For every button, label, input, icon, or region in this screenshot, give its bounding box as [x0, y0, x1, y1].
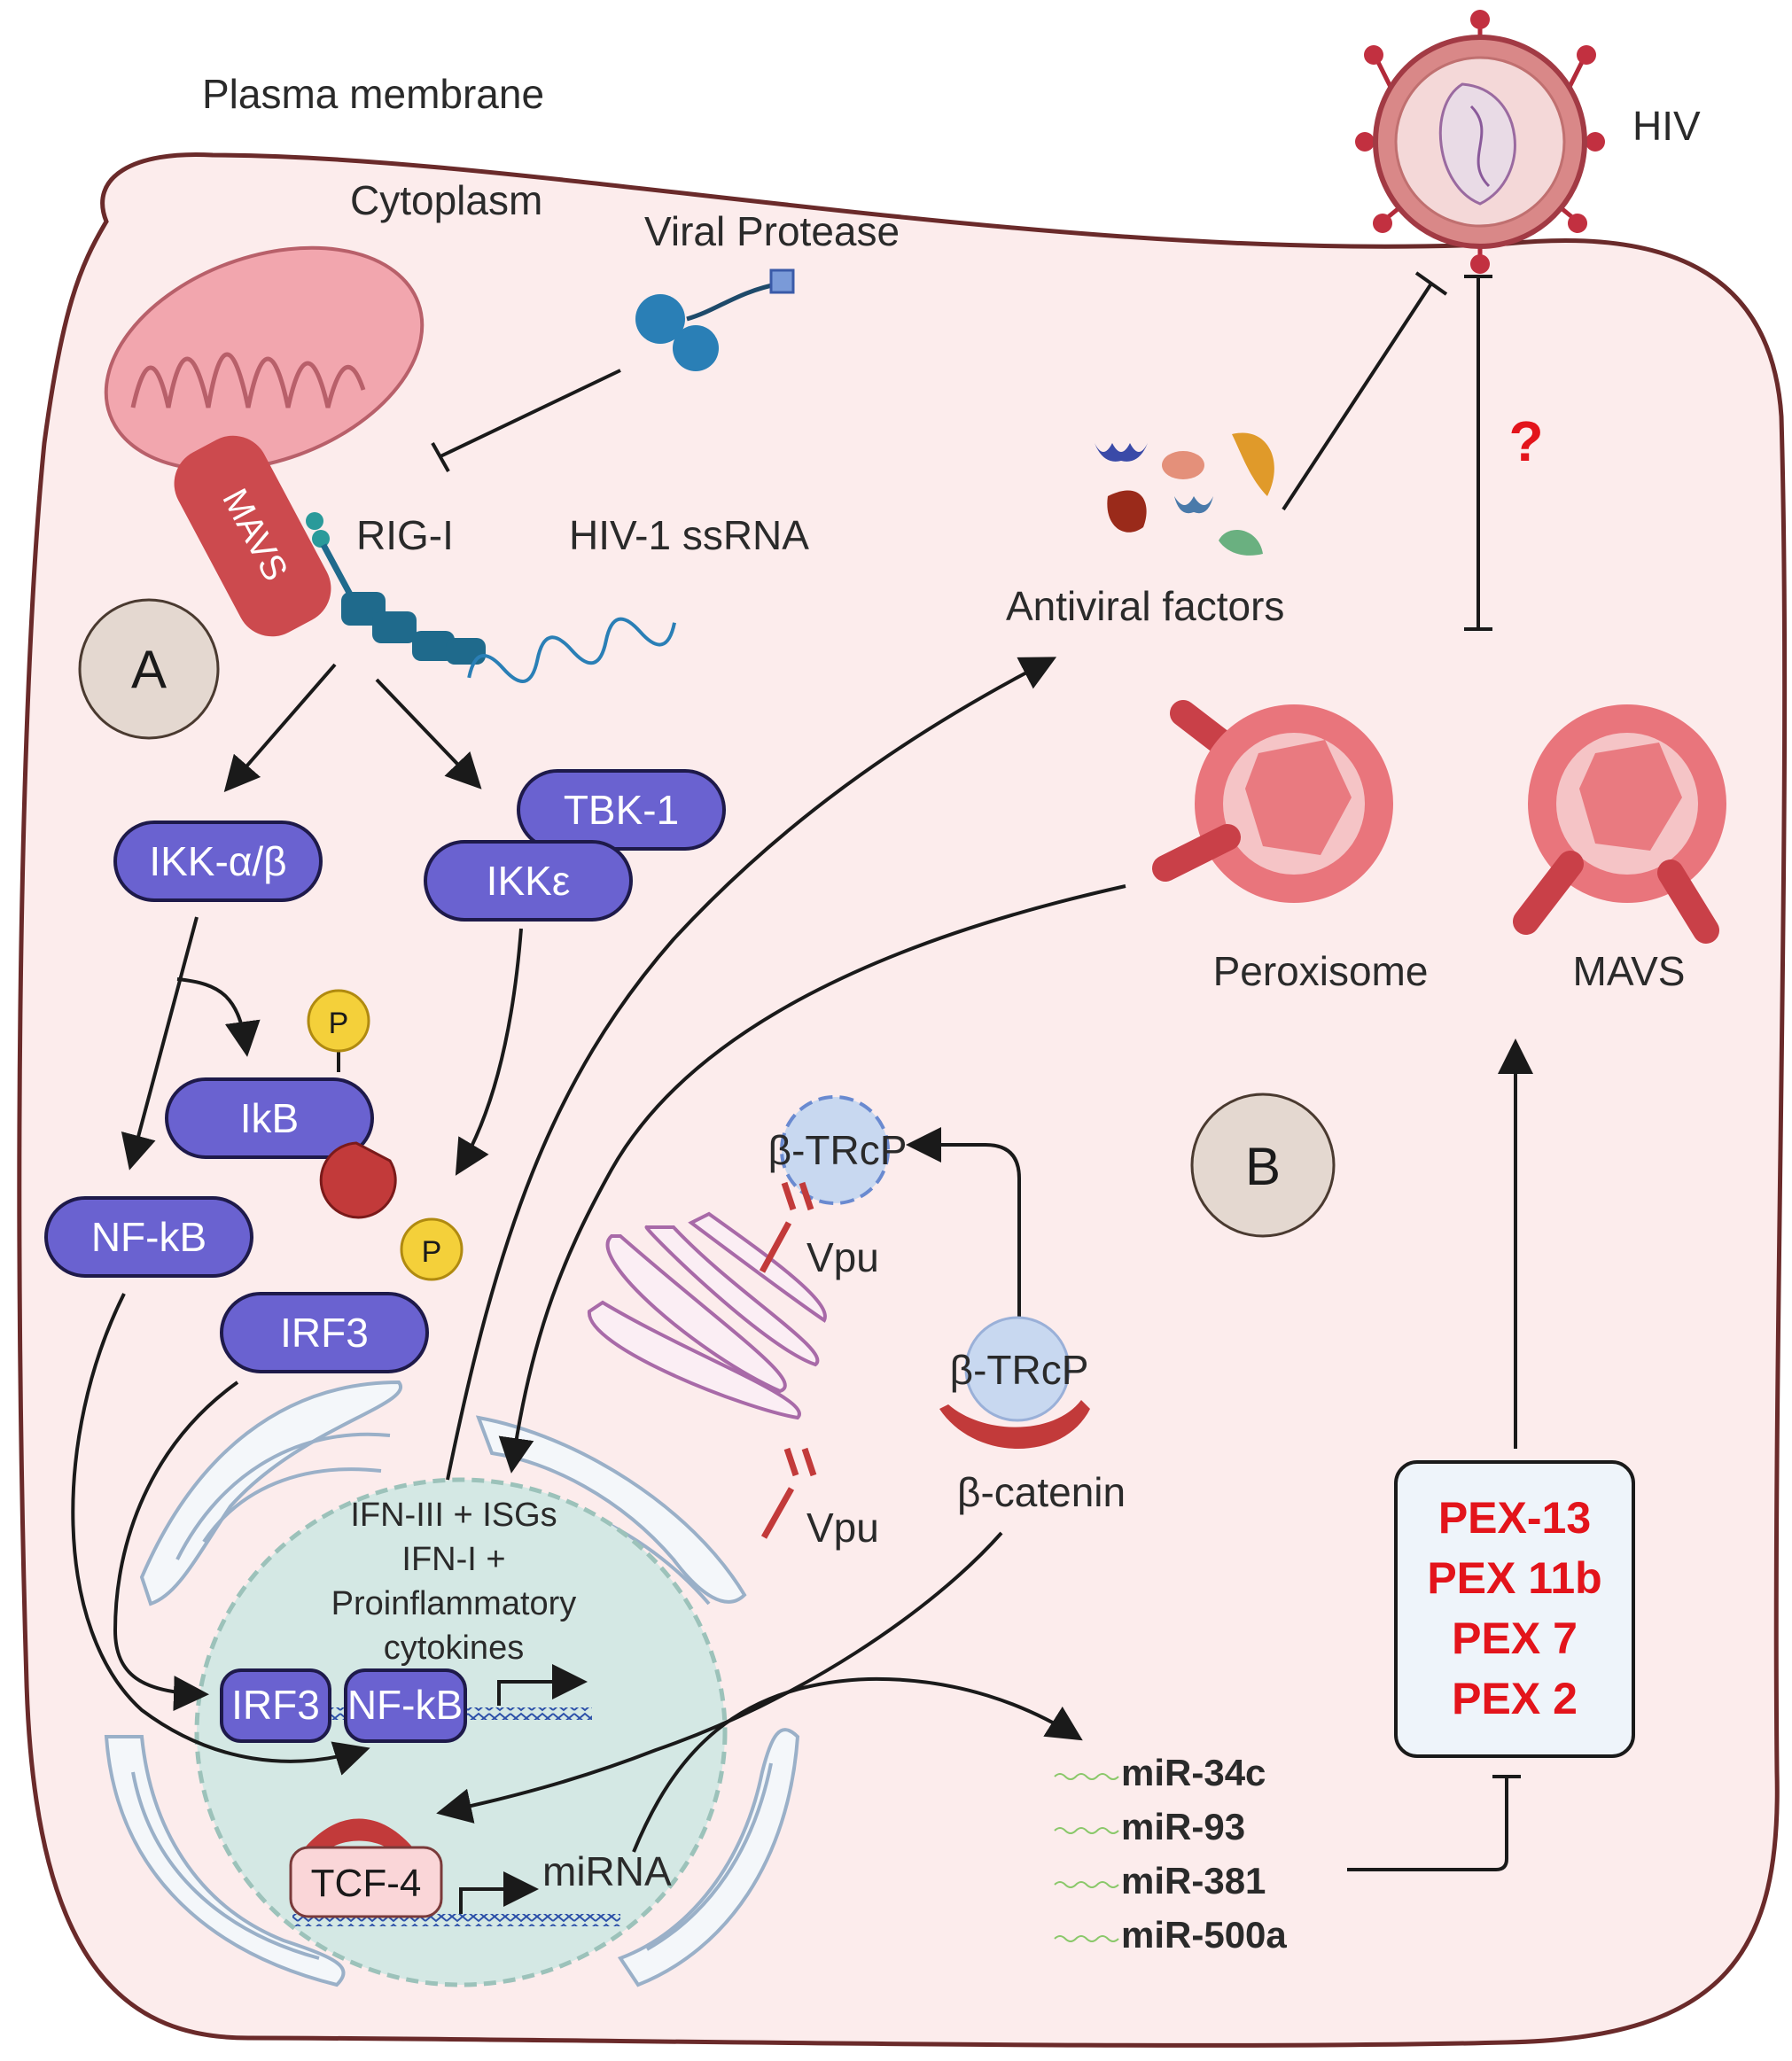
peroxisome-icon [1152, 700, 1393, 903]
hiv-ssrna-icon [467, 617, 676, 683]
section-a-badge [78, 598, 220, 740]
rig-i-icon [306, 512, 486, 665]
mirna-item: miR-93 [1121, 1806, 1245, 1847]
nucleus-text-3: Proinflammatory [331, 1585, 577, 1622]
section-b-label: B [1245, 1137, 1281, 1196]
phospho-icon-2 [400, 1217, 464, 1281]
tbk1-pill [517, 769, 726, 851]
pex-item: PEX 2 [1452, 1674, 1578, 1723]
golgi-apparatus-icon [587, 1211, 827, 1420]
mirna-label: miRNA [542, 1848, 672, 1894]
mavs-peroxisome-icon [1513, 704, 1726, 944]
rig-i-label: RIG-I [356, 512, 454, 558]
phospho-label-2: P [422, 1235, 442, 1269]
irf3-label: IRF3 [280, 1310, 369, 1356]
nucleus-nfkb-label: NF-kB [347, 1682, 463, 1728]
peroxisome-label: Peroxisome [1213, 948, 1429, 994]
tcf4-label: TCF-4 [311, 1862, 422, 1905]
pex-item: PEX 7 [1452, 1614, 1578, 1663]
nucleus-text-1: IFN-III + ISGs [350, 1497, 557, 1534]
ikk-alpha-beta-label: IKK-α/β [149, 838, 286, 884]
unknown-mechanism-label: ? [1508, 409, 1543, 473]
mirna-list: miR-34c miR-93 miR-381 miR-500a [1054, 1752, 1287, 1956]
vpu-icon-top [759, 1181, 814, 1273]
ikb-label: IkB [240, 1095, 299, 1141]
degradation-icon [319, 1141, 397, 1219]
section-b-badge [1190, 1093, 1336, 1238]
hiv-ssrna-label: HIV-1 ssRNA [569, 512, 809, 558]
viral-protease-icon [635, 268, 795, 371]
mirna-item: miR-500a [1121, 1914, 1287, 1956]
hiv-virion-icon [1355, 10, 1605, 274]
endoplasmic-reticulum-icon [104, 1380, 800, 1987]
beta-catenin-icon [939, 1400, 1090, 1449]
beta-trcp-bottom-label: β-TRcP [950, 1347, 1089, 1393]
antiviral-factors-label: Antiviral factors [1006, 583, 1284, 629]
ikke-pill [424, 840, 633, 922]
mirna-item: miR-34c [1121, 1752, 1266, 1793]
pex-item: PEX-13 [1438, 1493, 1591, 1543]
mavs-label: MAVS [1573, 948, 1686, 994]
pex-item: PEX 11b [1427, 1553, 1601, 1603]
nucleus-irf3-pill [220, 1668, 331, 1743]
tbk1-label: TBK-1 [564, 787, 679, 833]
nucleus-nfkb-pill [344, 1668, 467, 1743]
vpu-top-label: Vpu [806, 1234, 879, 1280]
beta-trcp-degraded-icon [780, 1095, 890, 1205]
viral-protease-label: Viral Protease [644, 208, 900, 254]
ikb-pill [165, 1077, 374, 1159]
vpu-bottom-label: Vpu [806, 1505, 879, 1551]
antiviral-factors-icon [1095, 432, 1274, 556]
protease-inhibition-line [440, 369, 621, 458]
irf3-pill [220, 1292, 429, 1373]
nucleus-irf3-label: IRF3 [231, 1682, 320, 1728]
antiviral-inhibition-line [1282, 282, 1433, 511]
beta-trcp-top-label: β-TRcP [768, 1127, 908, 1173]
hiv-label: HIV [1632, 103, 1701, 149]
nfkb-pill [44, 1196, 253, 1278]
beta-catenin-label: β-catenin [957, 1469, 1126, 1515]
nfkb-label: NF-kB [91, 1214, 206, 1260]
beta-trcp-bottom-icon [964, 1316, 1071, 1422]
mirna-item: miR-381 [1121, 1860, 1266, 1902]
nucleus-text-4: cytokines [384, 1629, 524, 1667]
phospho-label-1: P [329, 1007, 349, 1040]
vpu-icon-bottom [760, 1447, 817, 1539]
plasma-membrane-label: Plasma membrane [202, 71, 544, 117]
mavs-anchor-icon: MAVS [174, 435, 331, 637]
nucleus-text-2: IFN-I + [401, 1541, 505, 1578]
mitochondrion-icon [104, 245, 425, 472]
pex-box [1394, 1460, 1635, 1758]
tcf4-box [289, 1846, 443, 1918]
phospho-icon-1 [307, 989, 370, 1053]
cytoplasm-label: Cytoplasm [350, 177, 542, 223]
tcf4-bound-beta-catenin-icon [301, 1818, 417, 1861]
ikk-alpha-beta-pill [113, 821, 323, 902]
ikke-label: IKKε [487, 858, 571, 904]
section-a-label: A [131, 640, 167, 699]
